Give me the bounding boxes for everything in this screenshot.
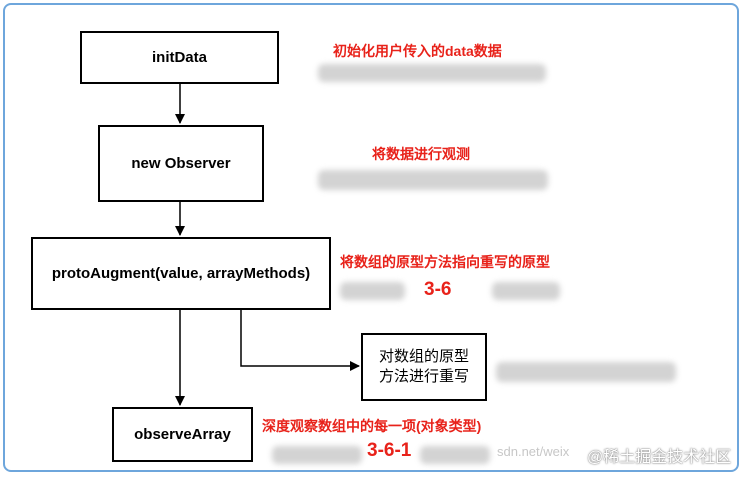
node-proto-augment-label: protoAugment(value, arrayMethods) [51,265,311,282]
arrow-protoaugment-to-override [240,310,360,371]
redacted-region [340,282,405,300]
image-frame [3,3,739,472]
node-new-observer: new Observer [98,125,264,202]
node-proto-augment: protoAugment(value, arrayMethods) [31,237,331,310]
redacted-region [318,64,546,82]
redacted-region [492,282,560,300]
node-observe-array: observeArray [112,407,253,462]
redacted-region [420,446,490,464]
redacted-region [496,362,676,382]
node-new-observer-label: new Observer [131,155,231,172]
watermark-site: @稀土掘金技术社区 [587,449,732,466]
node-override-proto-line2: 方法进行重写 [378,368,469,385]
annotation-proto-augment: 将数组的原型方法指向重写的原型 [340,254,550,270]
annotation-observe-array-num: 3-6-1 [367,440,412,461]
annotation-proto-augment-num: 3-6 [424,279,452,300]
redacted-region [272,446,362,464]
node-init-data: initData [80,31,279,84]
node-init-data-label: initData [151,49,207,66]
node-override-proto: 对数组的原型 方法进行重写 [361,333,487,401]
annotation-observe-array: 深度观察数组中的每一项(对象类型) [262,418,482,434]
annotation-init-data: 初始化用户传入的data数据 [333,43,502,59]
node-override-proto-line1: 对数组的原型 [378,348,469,365]
redacted-region [318,170,548,190]
watermark-url: sdn.net/weix [497,444,570,459]
node-observe-array-label: observeArray [134,426,231,443]
annotation-new-observer: 将数据进行观测 [372,146,470,162]
